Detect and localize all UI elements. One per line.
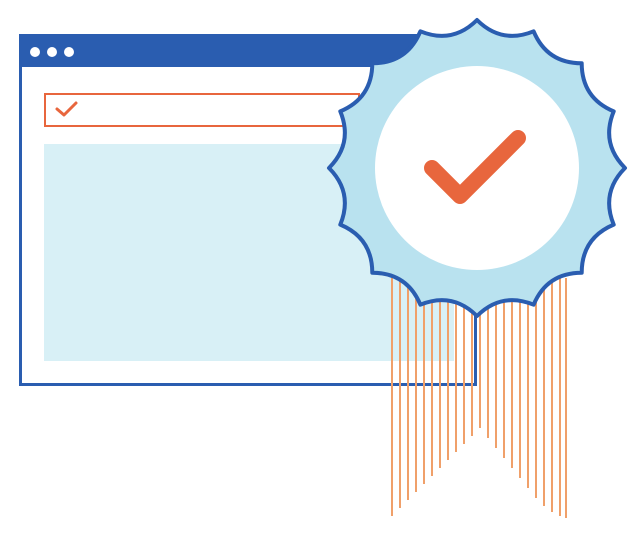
award-badge-icon bbox=[327, 18, 627, 318]
checked-field bbox=[44, 93, 360, 127]
window-control-dot bbox=[47, 47, 57, 57]
small-checkmark-icon bbox=[55, 101, 78, 117]
window-control-dot bbox=[64, 47, 74, 57]
large-checkmark-icon bbox=[424, 130, 526, 204]
window-control-dot bbox=[30, 47, 40, 57]
